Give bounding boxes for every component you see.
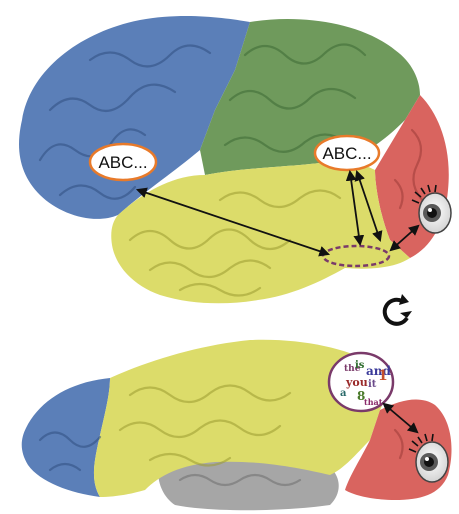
eye-icon bbox=[408, 433, 449, 483]
word-cloud-word: is bbox=[355, 360, 365, 371]
word-cloud: the is and you it a 1 8 that bbox=[327, 351, 395, 413]
word-cloud-word: 8 bbox=[357, 389, 365, 403]
word-cloud-word: the bbox=[344, 364, 361, 374]
arrow-left-bubble-to-ellipse bbox=[135, 187, 331, 257]
frontal-lobe bbox=[19, 16, 251, 219]
speech-bubble-left: ABC... bbox=[88, 142, 158, 182]
speech-bubble-right: ABC... bbox=[313, 134, 381, 172]
bottom-brain bbox=[21, 339, 452, 511]
word-cloud-word: a bbox=[340, 388, 347, 399]
bubble-right-label: ABC... bbox=[322, 144, 371, 163]
bubble-left-label: ABC... bbox=[98, 153, 147, 172]
cerebellum bbox=[158, 456, 339, 511]
word-cloud-word: that bbox=[364, 397, 383, 407]
arrow-right-bubble-to-eye-region bbox=[354, 169, 383, 243]
word-cloud-word: you bbox=[345, 376, 368, 389]
word-cloud-word: and bbox=[366, 364, 392, 378]
top-arrows bbox=[135, 169, 420, 257]
eye-icon bbox=[411, 184, 452, 234]
word-cloud-word: it bbox=[368, 379, 377, 390]
temporal-lobe-bottom bbox=[93, 339, 385, 497]
bottom-gyri bbox=[38, 384, 404, 487]
arrow-ellipse-to-eye bbox=[389, 224, 420, 252]
rotate-arrows-icon bbox=[382, 294, 412, 326]
top-brain bbox=[19, 16, 449, 304]
arrow-wordcloud-to-eye bbox=[382, 402, 419, 434]
word-cloud-word: 1 bbox=[378, 368, 388, 384]
